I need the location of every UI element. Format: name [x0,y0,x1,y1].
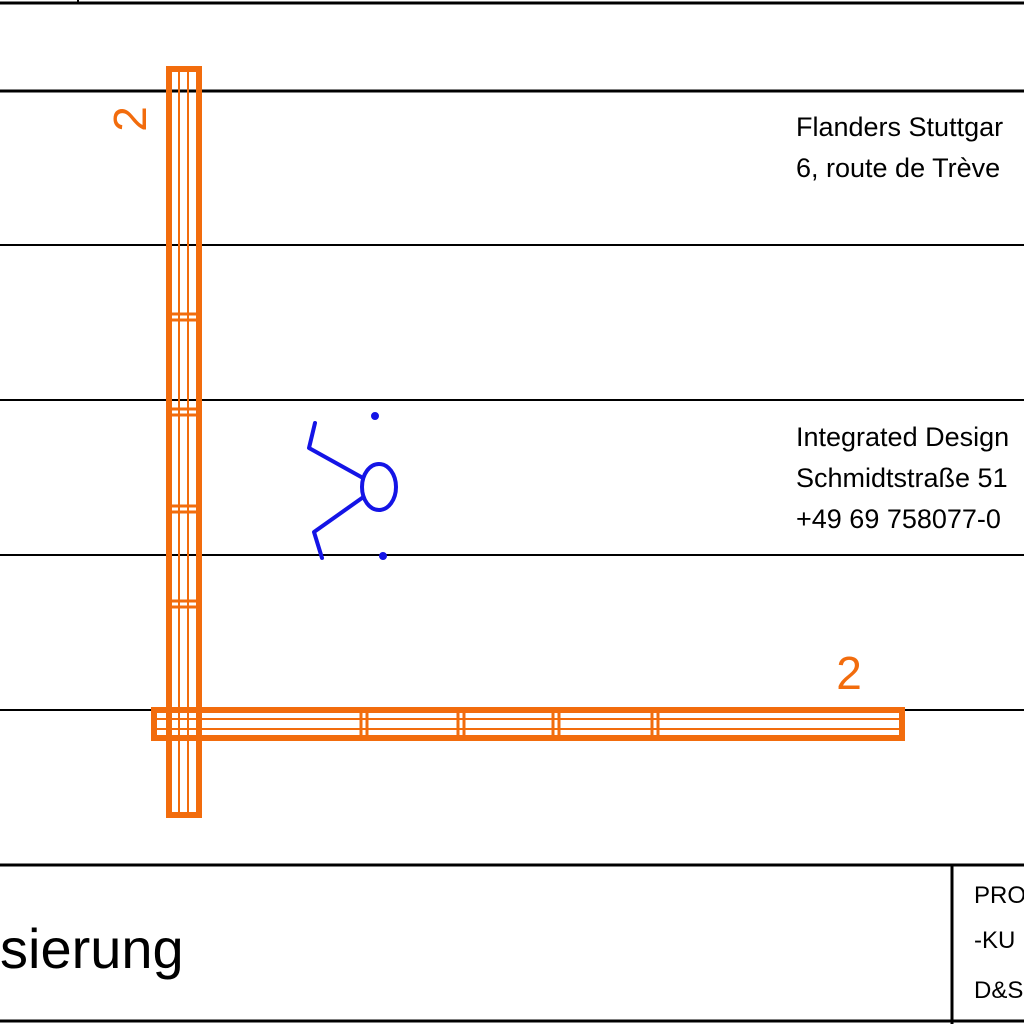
horizontal-dimension-label: 2 [836,647,862,699]
title-field-2: -KU [974,927,1015,954]
address-1-line-2: 6, route de Trève [796,153,1000,183]
address-1-line-1: Flanders Stuttgar [796,112,1003,142]
address-2-line-2: Schmidtstraße 51 [796,463,1008,493]
vertical-element [166,66,202,818]
horizontal-element [151,707,905,741]
vertical-dimension-label: 2 [104,106,156,132]
annotation-sketch [307,412,398,560]
address-2-line-3: +49 69 758077-0 [796,504,1001,534]
title-field-3: D&S [974,977,1023,1004]
address-2-line-1: Integrated Design [796,422,1009,452]
title-field-1: PRO [974,882,1024,909]
drawing-title: sierung [0,917,184,980]
